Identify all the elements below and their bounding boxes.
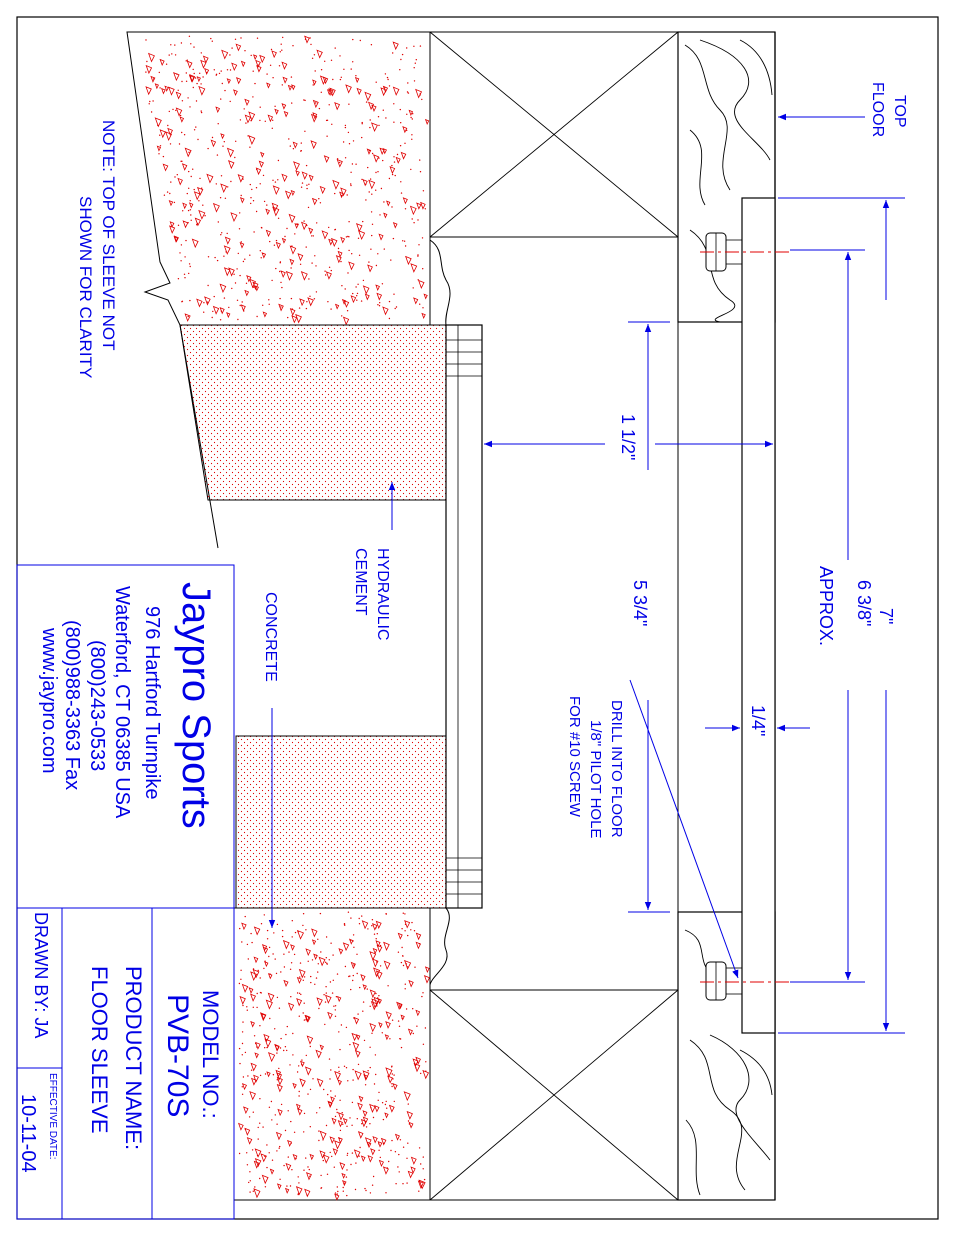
dim-screw-spacing: 6 3/8" [854, 580, 874, 626]
cement-edge-upper [429, 239, 451, 326]
flange-plate [741, 197, 776, 1034]
hydraulic-cement-lower [235, 735, 447, 909]
label-top-floor-2: FLOOR [869, 82, 886, 137]
company-phone: (800)243-0533 [86, 640, 108, 771]
model-value: PVB-70S [161, 994, 194, 1117]
label-hydraulic-2: CEMENT [352, 548, 369, 616]
dim-sleeve-height: 5 3/4" [630, 580, 650, 626]
company-name: Jaypro Sports [174, 582, 218, 829]
concrete-bottom [233, 907, 431, 1201]
drawn-by: DRAWN BY: JA [31, 912, 51, 1038]
model-label: MODEL NO.: [198, 990, 223, 1119]
title-block [16, 564, 235, 1220]
concrete-speckle-bottom [237, 911, 430, 1201]
hydraulic-cement-upper [179, 324, 447, 501]
effective-date-value: 10-11-04 [17, 1094, 39, 1173]
drill-leader [629, 679, 739, 979]
sleeve-body [445, 324, 483, 909]
company-fax: (800)988-3363 Fax [61, 620, 83, 790]
product-label: PRODUCT NAME: [121, 966, 146, 1150]
dim-depth: 1 1/2" [618, 414, 638, 460]
product-value: FLOOR SLEEVE [87, 966, 112, 1134]
effective-date-label: EFFECTIVE DATE: [47, 1073, 58, 1160]
company-city: Waterford, CT 06385 USA [111, 586, 133, 819]
drill-line-3: FOR #10 SCREW [566, 696, 583, 818]
label-top-floor-1: TOP [891, 95, 908, 128]
note-line-2: SHOWN FOR CLARITY [76, 196, 95, 378]
note-line-1: NOTE: TOP OF SLEEVE NOT [99, 120, 118, 351]
dim-flange-thickness: 1/4" [748, 705, 768, 736]
dim-overall-length: 7" [876, 608, 896, 624]
screw-bottom [700, 961, 790, 1001]
drill-line-2: 1/8" PILOT HOLE [587, 720, 604, 838]
dim-screw-approx: APPROX. [816, 566, 836, 646]
joist-bottom [429, 989, 679, 1201]
drill-line-1: DRILL INTO FLOOR [608, 700, 625, 838]
concrete-speckle-top [145, 35, 430, 326]
concrete-top [126, 31, 431, 326]
label-hydraulic-1: HYDRAULIC [374, 548, 391, 640]
joist-top [429, 31, 679, 238]
label-concrete: CONCRETE [262, 592, 279, 682]
screw-top [700, 232, 790, 272]
company-street: 976 Hartford Turnpike [141, 606, 163, 799]
cement-edge-lower [429, 907, 450, 986]
company-web: www.jaypro.com [38, 627, 60, 774]
